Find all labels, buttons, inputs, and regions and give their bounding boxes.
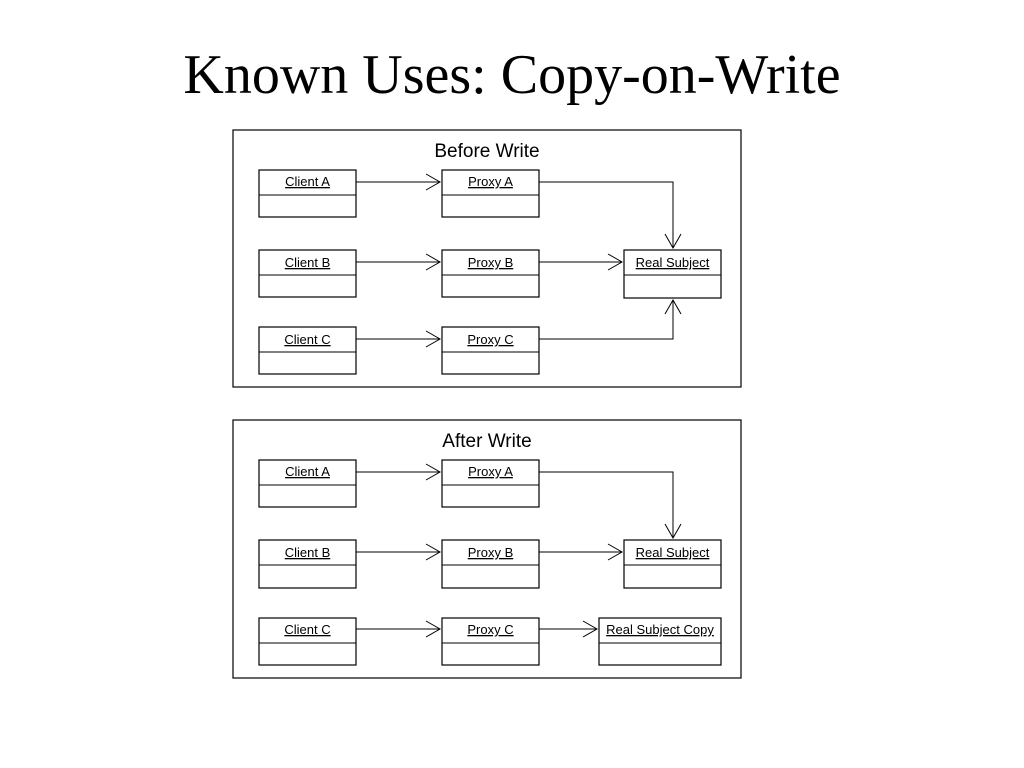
- panel-title: Before Write: [434, 141, 539, 162]
- edge-client-c-proxy-c: [356, 330, 442, 348]
- node-client-c: Client C: [258, 617, 357, 666]
- edge-client-b-proxy-b: [356, 543, 442, 561]
- node-client-c: Client C: [258, 326, 357, 375]
- node-label: Client B: [285, 545, 331, 560]
- node-proxy-c: Proxy C: [441, 617, 540, 666]
- edge-proxy-b-real-subject: [539, 253, 624, 271]
- node-label: Proxy C: [467, 332, 513, 347]
- edge-proxy-b-real-subject: [539, 543, 624, 561]
- node-label: Real Subject: [636, 255, 710, 270]
- node-label: Proxy A: [468, 464, 513, 479]
- edge-proxy-a-real-subject: [539, 181, 682, 250]
- node-label: Real Subject Copy: [606, 622, 714, 637]
- node-proxy-c: Proxy C: [441, 326, 540, 375]
- node-client-b: Client B: [258, 539, 357, 589]
- node-label: Client A: [285, 464, 330, 479]
- edge-client-b-proxy-b: [356, 253, 442, 271]
- node-label: Real Subject: [636, 545, 710, 560]
- node-label: Proxy B: [468, 545, 514, 560]
- node-label: Client C: [284, 332, 330, 347]
- node-real-subject: Real Subject: [623, 249, 722, 299]
- node-proxy-b: Proxy B: [441, 249, 540, 298]
- node-client-a: Client A: [258, 169, 357, 218]
- edge-client-a-proxy-a: [356, 463, 442, 481]
- node-label: Proxy C: [467, 622, 513, 637]
- node-label: Client A: [285, 174, 330, 189]
- panel-after-write: After Write Client A Client B Client C P…: [232, 419, 742, 679]
- slide-title: Known Uses: Copy-on-Write: [183, 44, 841, 106]
- node-proxy-b: Proxy B: [441, 539, 540, 589]
- node-proxy-a: Proxy A: [441, 459, 540, 508]
- edge-proxy-c-real-subject: [539, 298, 682, 340]
- panel-before-write: Before Write Client A Client B Client C …: [232, 129, 742, 388]
- node-real-subject-copy: Real Subject Copy: [598, 617, 722, 666]
- node-real-subject: Real Subject: [623, 539, 722, 589]
- node-client-b: Client B: [258, 249, 357, 298]
- edge-client-a-proxy-a: [356, 173, 442, 191]
- node-label: Proxy A: [468, 174, 513, 189]
- node-label: Client C: [284, 622, 330, 637]
- edge-proxy-a-real-subject: [539, 471, 682, 540]
- node-proxy-a: Proxy A: [441, 169, 540, 218]
- node-label: Proxy B: [468, 255, 514, 270]
- panel-title: After Write: [442, 431, 531, 452]
- node-label: Client B: [285, 255, 331, 270]
- edge-client-c-proxy-c: [356, 620, 442, 638]
- edge-proxy-c-real-subject-copy: [539, 620, 599, 638]
- node-client-a: Client A: [258, 459, 357, 508]
